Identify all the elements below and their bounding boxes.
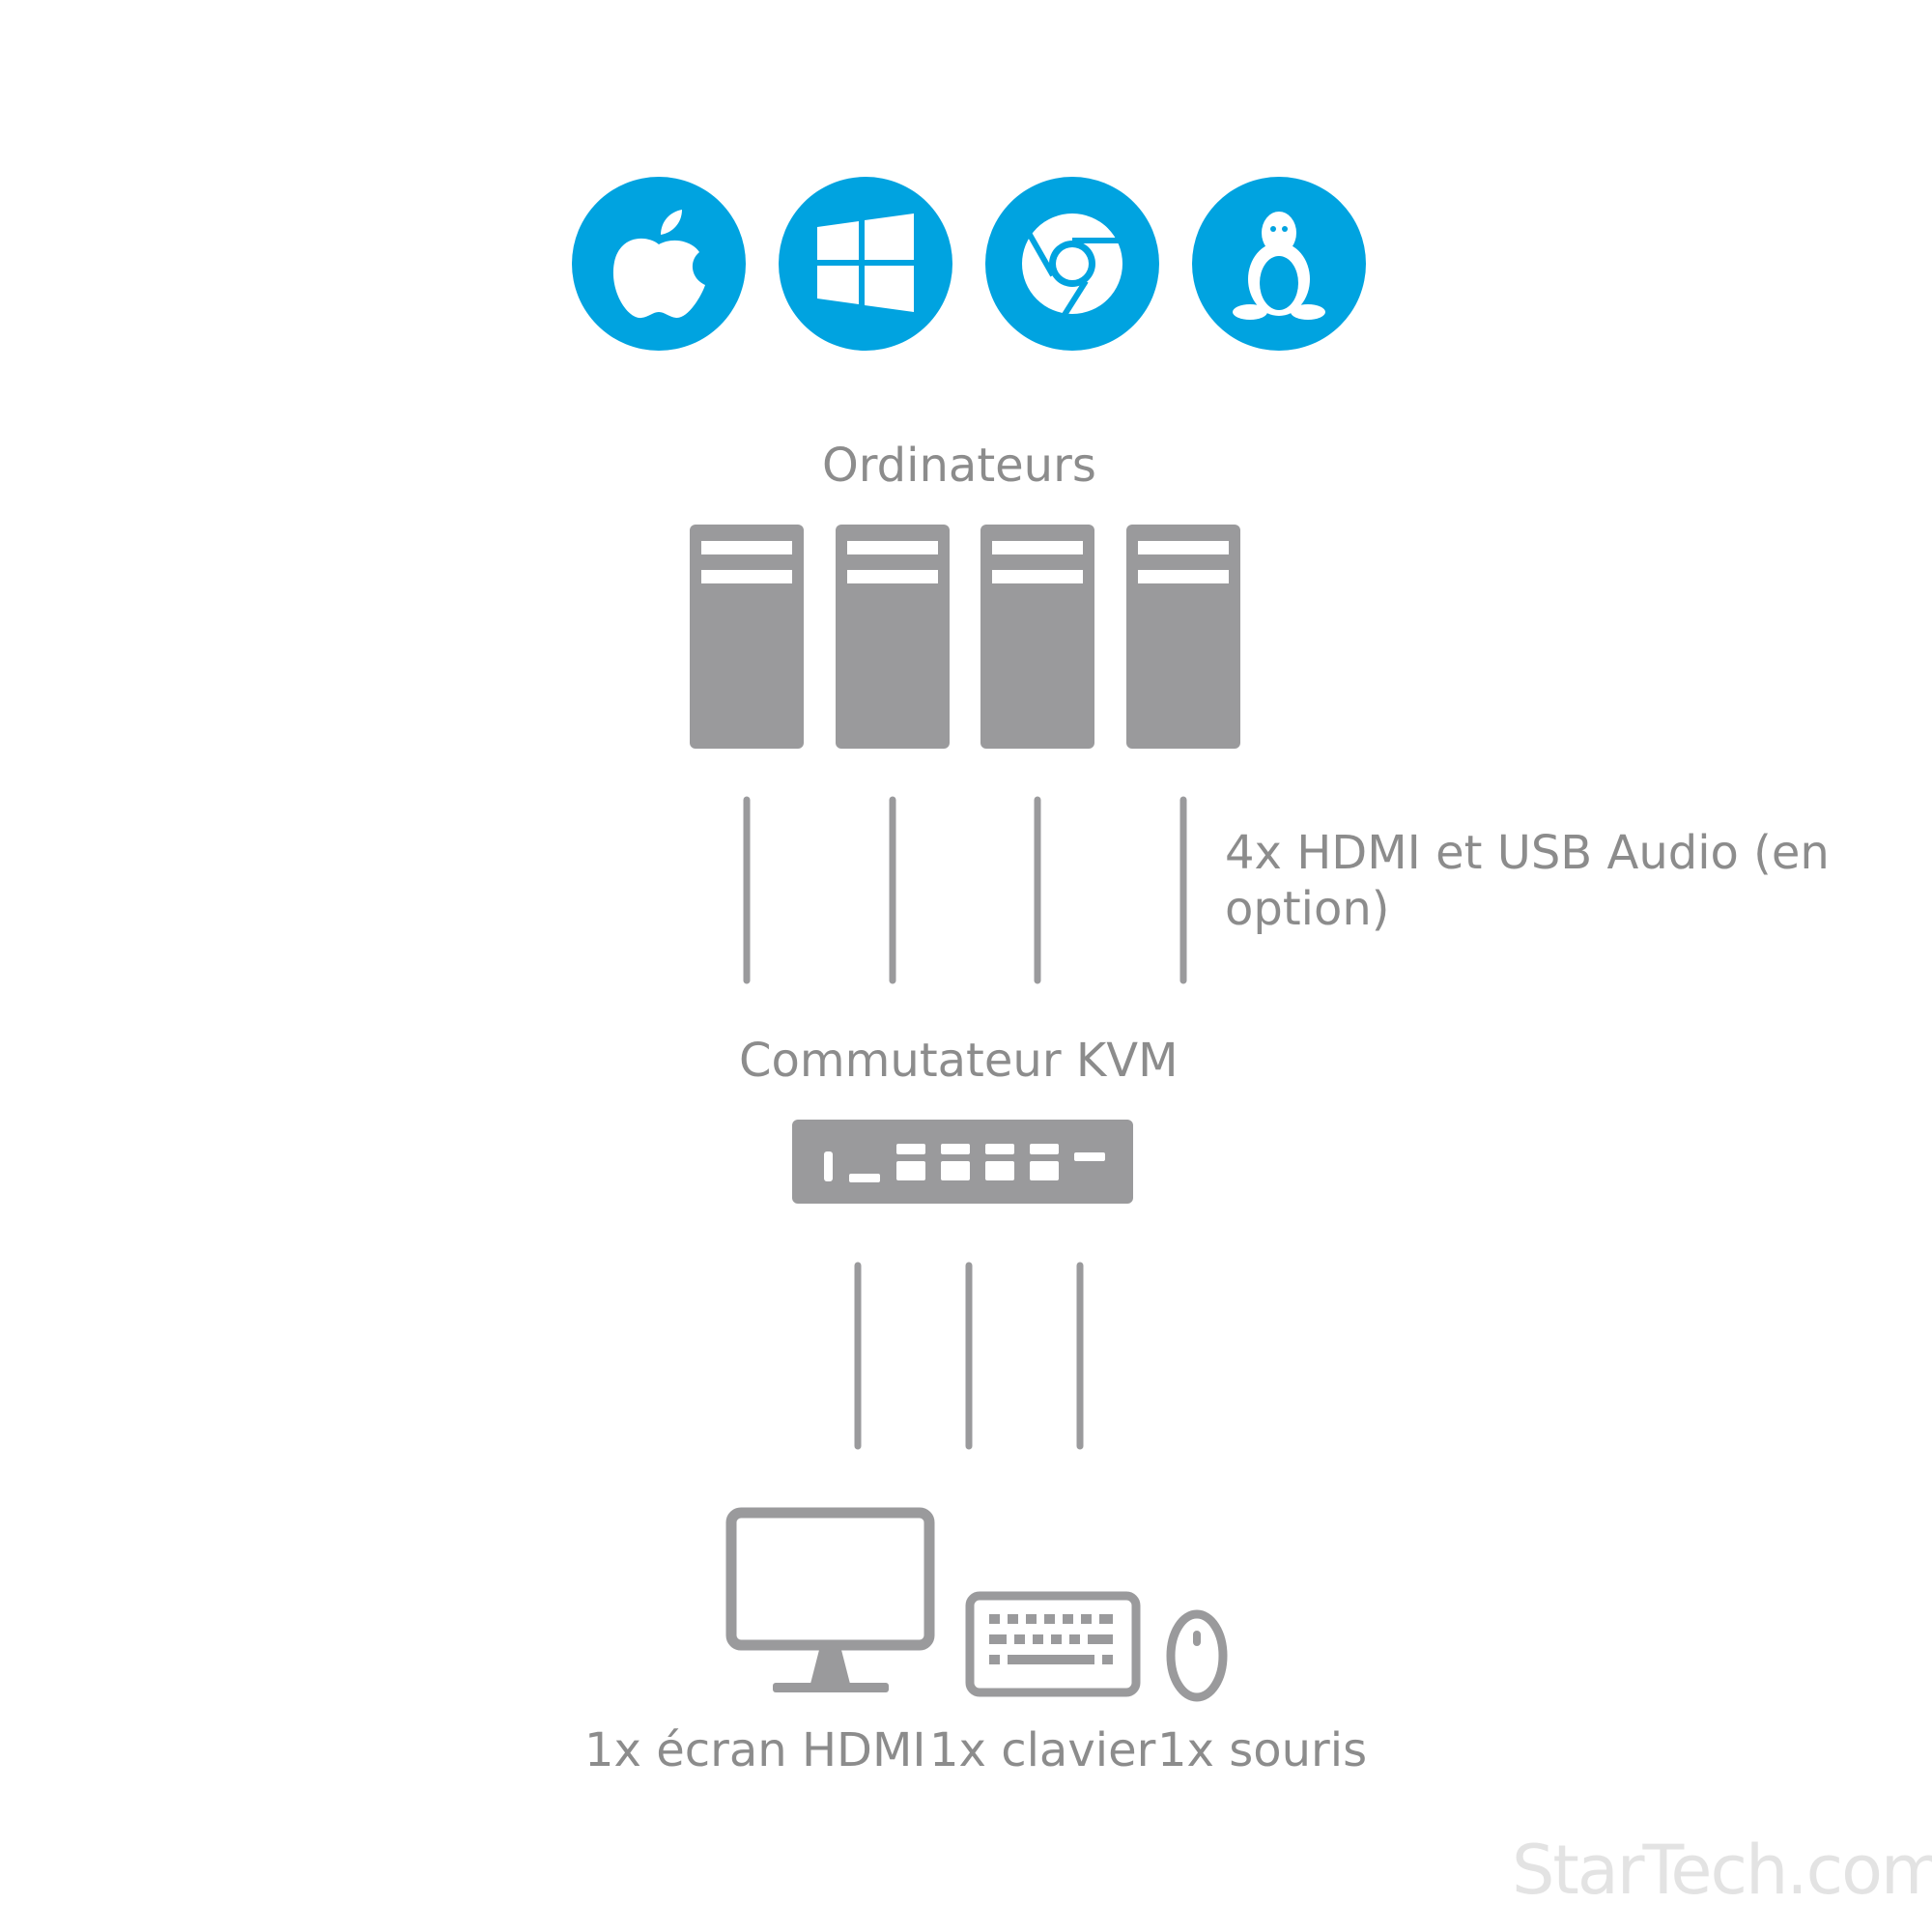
cables-label: 4x HDMI et USB Audio (en option) — [1225, 826, 1830, 936]
computer-tower-icon — [690, 525, 804, 749]
mouse-label: 1x souris — [1157, 1723, 1368, 1777]
computer-tower-icon — [1126, 525, 1240, 749]
computer-tower-icon — [836, 525, 950, 749]
keyboard-label: 1x clavier — [929, 1723, 1156, 1777]
chrome-icon — [985, 177, 1159, 351]
linux-icon — [1192, 177, 1366, 351]
computers-label: Ordinateurs — [822, 439, 1096, 493]
peripheral-cables — [854, 1262, 1084, 1450]
kvm-switch-label: Commutateur KVM — [739, 1034, 1179, 1088]
windows-icon — [779, 177, 952, 351]
monitor-label: 1x écran HDMI — [584, 1723, 926, 1777]
mouse-icon — [1166, 1609, 1228, 1702]
apple-icon — [572, 177, 746, 351]
monitor-icon — [725, 1507, 935, 1692]
computer-towers — [690, 525, 1240, 749]
computer-tower-icon — [980, 525, 1094, 749]
kvm-switch-icon — [792, 1120, 1133, 1204]
keyboard-icon — [965, 1591, 1141, 1697]
brand-watermark: StarTech.com — [1512, 1831, 1932, 1910]
computer-cables — [743, 796, 1187, 984]
